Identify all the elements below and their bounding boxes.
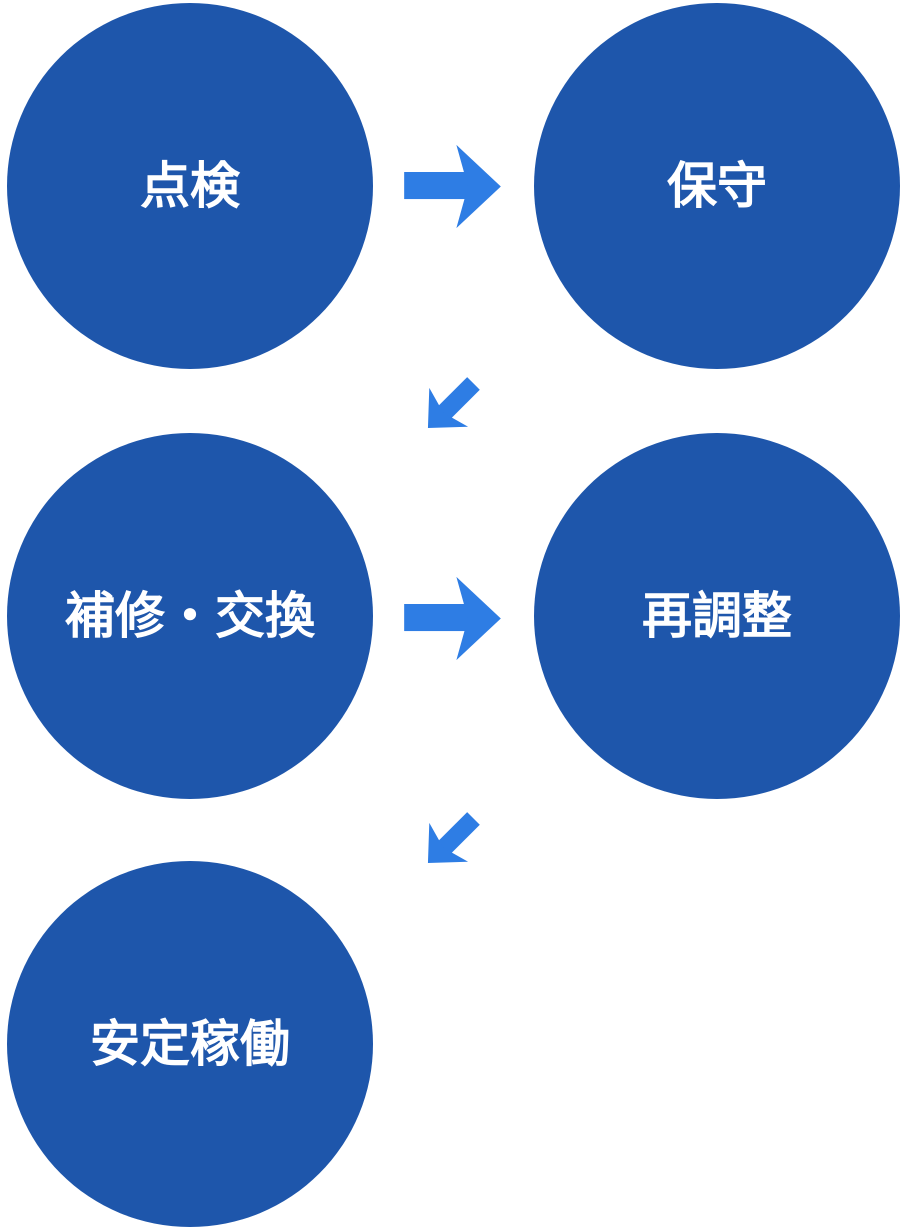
node-inspection-label: 点検 bbox=[140, 158, 240, 214]
node-readjustment: 再調整 bbox=[534, 433, 900, 799]
arrow-down-left-icon bbox=[402, 797, 499, 884]
node-maintenance: 保守 bbox=[534, 3, 900, 369]
arrow-right-icon bbox=[404, 575, 501, 662]
node-stable-operation: 安定稼働 bbox=[7, 861, 373, 1227]
arrow-down-left-icon bbox=[402, 362, 499, 449]
node-repair-replacement-label: 補修・交換 bbox=[65, 588, 315, 644]
node-maintenance-label: 保守 bbox=[667, 158, 767, 214]
node-inspection: 点検 bbox=[7, 3, 373, 369]
node-stable-operation-label: 安定稼働 bbox=[90, 1016, 290, 1072]
arrow-right-icon bbox=[404, 143, 501, 230]
node-repair-replacement: 補修・交換 bbox=[7, 433, 373, 799]
node-readjustment-label: 再調整 bbox=[642, 588, 792, 644]
